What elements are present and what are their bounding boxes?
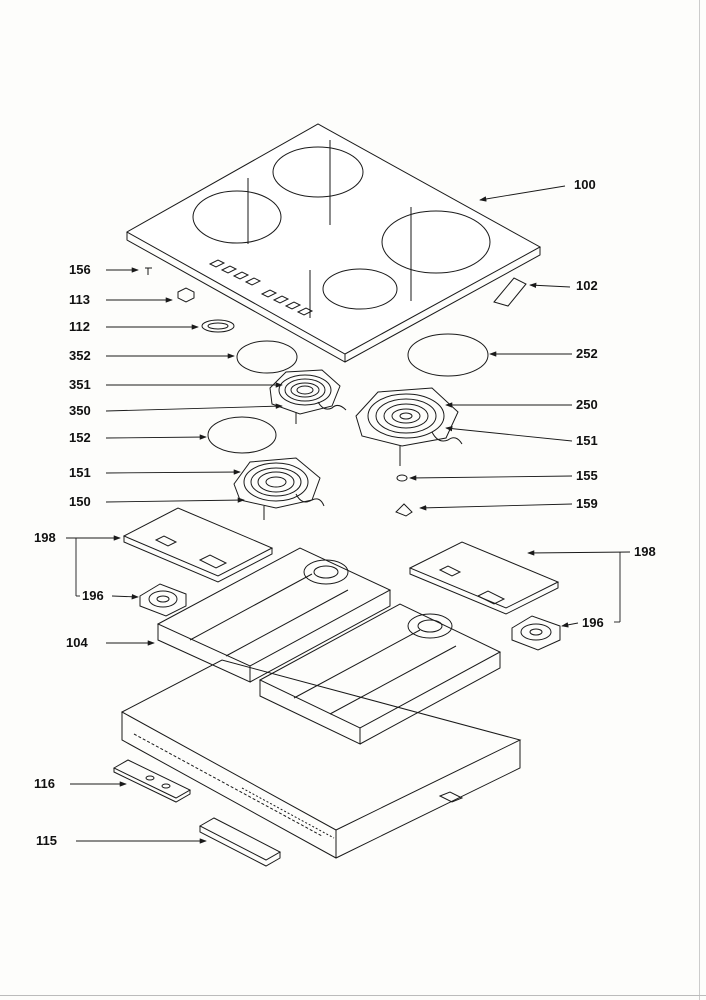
glass-cooktop-panel: [125, 123, 542, 363]
cooling-fan-right: [511, 615, 561, 651]
label-156: 156: [69, 262, 91, 277]
label-198-right: 198: [634, 544, 656, 559]
label-102: 102: [576, 278, 598, 293]
label-116: 116: [34, 776, 55, 791]
control-module-115: [198, 817, 282, 867]
label-115: 115: [36, 833, 57, 848]
touch-control-module-116: [112, 759, 192, 803]
gasket-ring-152: [207, 416, 277, 454]
label-159: 159: [576, 496, 598, 511]
label-104: 104: [66, 635, 88, 650]
heating-element-350: [269, 369, 347, 424]
label-196-left: 196: [82, 588, 104, 603]
base-tray: [120, 659, 522, 859]
label-150: 150: [69, 494, 91, 509]
label-151-right: 151: [576, 433, 598, 448]
label-252: 252: [576, 346, 598, 361]
label-113: 113: [69, 292, 90, 307]
heating-element-150: [233, 457, 325, 520]
label-250: 250: [576, 397, 598, 412]
support-frame-right: [258, 603, 502, 745]
sensor-part-155: [396, 474, 408, 482]
label-112: 112: [69, 319, 90, 334]
label-351: 351: [69, 377, 91, 392]
cable-part: [201, 319, 235, 333]
label-152: 152: [69, 430, 91, 445]
spring-clip-159: [395, 503, 413, 517]
page-edge-right: [699, 0, 700, 1000]
support-frame-left: [156, 547, 392, 683]
clip-part: [177, 287, 195, 303]
label-100: 100: [574, 177, 596, 192]
label-151-left: 151: [69, 465, 91, 480]
label-350: 350: [69, 403, 91, 418]
gasket-ring-252: [407, 333, 489, 377]
heating-element-250: [355, 387, 463, 466]
page-edge-bottom: [0, 995, 706, 996]
bracket-part: [493, 277, 527, 307]
label-155: 155: [576, 468, 598, 483]
screw-part: [145, 267, 152, 275]
label-196-right: 196: [582, 615, 604, 630]
cooling-fan-left: [139, 583, 187, 617]
leader-lines: [66, 185, 631, 844]
control-board-right: [408, 541, 560, 615]
gasket-ring-352: [236, 340, 298, 374]
label-198-left: 198: [34, 530, 56, 545]
label-352: 352: [69, 348, 91, 363]
control-board-left: [122, 507, 274, 583]
